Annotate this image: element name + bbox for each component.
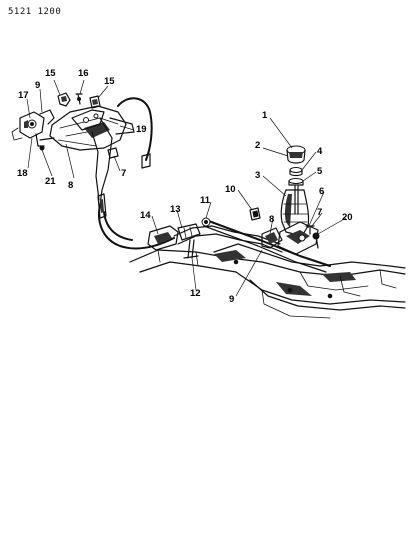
floor-pan-structure (129, 243, 406, 319)
callout-18: 18 (17, 168, 28, 179)
callout-8-left: 8 (68, 180, 73, 191)
callout-1: 1 (262, 110, 268, 121)
callout-7-left: 7 (121, 168, 126, 179)
linkage-rods (147, 207, 331, 273)
callout-9-upper: 9 (35, 80, 40, 91)
callout-11: 11 (200, 195, 211, 206)
shift-lever-assembly (277, 145, 320, 255)
callout-17: 17 (18, 90, 29, 101)
callout-14: 14 (140, 210, 151, 221)
callout-21: 21 (45, 176, 56, 187)
document-number: 5121 1200 (8, 7, 62, 17)
callout-13: 13 (170, 204, 181, 215)
callout-labels: 15 16 15 9 17 19 7 8 21 18 1 2 4 5 3 6 7… (17, 68, 353, 305)
callout-15-right: 15 (104, 76, 115, 87)
callout-6: 6 (319, 186, 324, 197)
callout-20: 20 (342, 212, 353, 223)
callout-10: 10 (225, 184, 236, 195)
cable-bracket-assembly (11, 92, 135, 206)
callout-8-right: 8 (269, 214, 274, 225)
callout-4: 4 (317, 146, 323, 157)
callout-16: 16 (78, 68, 89, 79)
callout-7-right: 7 (317, 207, 322, 218)
callout-15-left: 15 (45, 68, 56, 79)
callout-3: 3 (255, 170, 260, 181)
callout-5: 5 (317, 166, 323, 177)
callout-9-lower: 9 (229, 294, 234, 305)
callout-2: 2 (255, 140, 260, 151)
shift-cable (97, 97, 175, 250)
callout-19: 19 (136, 124, 147, 135)
callout-12: 12 (190, 288, 201, 299)
leader-lines (26, 79, 347, 297)
